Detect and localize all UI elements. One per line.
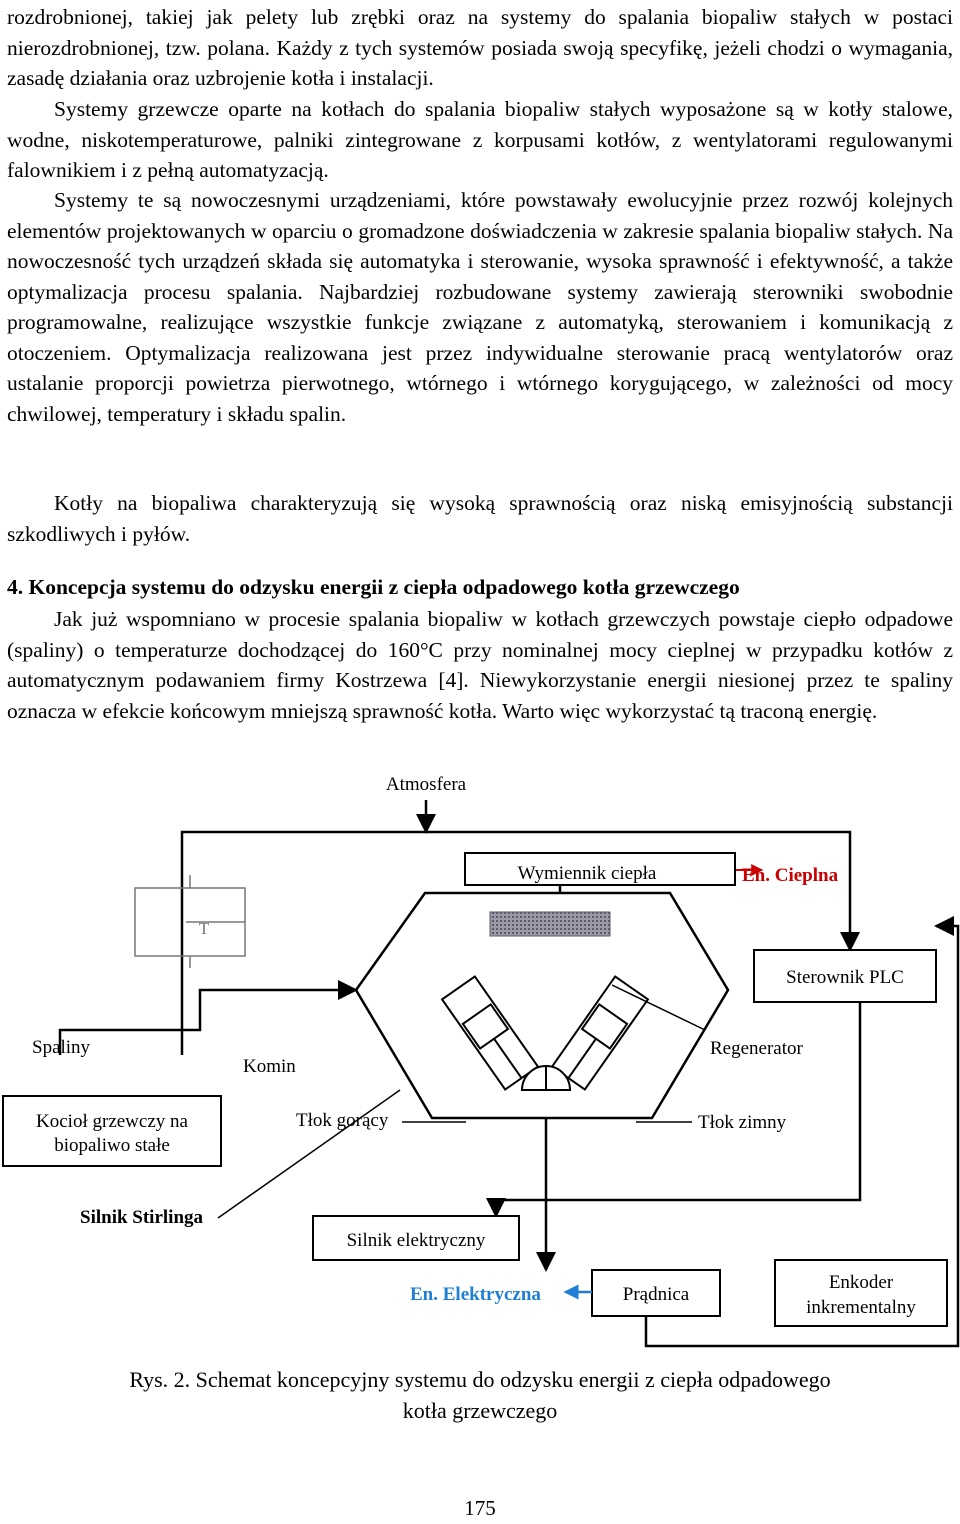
label-en-elektryczna: En. Elektryczna bbox=[410, 1284, 541, 1305]
label-tlok-goracy: Tłok gorący bbox=[296, 1110, 389, 1131]
label-enkoder-1: Enkoder bbox=[829, 1272, 894, 1293]
caption-line-2: kotła grzewczego bbox=[402, 1398, 558, 1423]
label-regenerator: Regenerator bbox=[710, 1038, 804, 1059]
enkoder-box bbox=[774, 1259, 948, 1327]
label-silnik-stirlinga: Silnik Stirlinga bbox=[80, 1207, 204, 1228]
label-wymiennik: Wymiennik ciepła bbox=[518, 863, 657, 884]
silnik-elektryczny-box bbox=[312, 1215, 520, 1261]
paragraph-5: Jak już wspomniano w procesie spalania b… bbox=[7, 607, 953, 723]
system-diagram: Atmosfera Wymiennik ciepła En. Cieplna T… bbox=[2, 774, 960, 1348]
kociol-box bbox=[2, 1095, 222, 1167]
wymiennik-box bbox=[464, 852, 736, 886]
label-atmosfera: Atmosfera bbox=[386, 774, 467, 795]
label-tlok-zimny: Tłok zimny bbox=[698, 1112, 787, 1133]
cold-piston bbox=[550, 975, 650, 1091]
flue-path-line bbox=[180, 830, 860, 1055]
encoder-feedback-line bbox=[644, 916, 960, 1348]
label-silnik-elektryczny: Silnik elektryczny bbox=[347, 1230, 486, 1251]
section-heading: 4. Koncepcja systemu do odzysku energii … bbox=[7, 575, 740, 599]
label-spaliny: Spaliny bbox=[32, 1037, 91, 1058]
figure-caption: Rys. 2. Schemat koncepcyjny systemu do o… bbox=[60, 1364, 900, 1426]
stirling-pointer bbox=[217, 1089, 401, 1219]
pradnica-box bbox=[591, 1269, 721, 1317]
spaliny-flow-line bbox=[58, 980, 358, 1055]
label-kociol-1: Kocioł grzewczy na bbox=[36, 1111, 188, 1132]
paragraph-2: Systemy grzewcze oparte na kotłach do sp… bbox=[7, 97, 953, 182]
paragraph-4: Kotły na biopaliwa charakteryzują się wy… bbox=[7, 491, 953, 546]
plc-to-motor-line bbox=[486, 1002, 862, 1218]
sterownik-plc-box bbox=[753, 949, 937, 1003]
label-en-cieplna: En. Cieplna bbox=[742, 865, 839, 886]
label-kociol-2: biopaliwo stałe bbox=[54, 1135, 170, 1156]
label-pradnica: Prądnica bbox=[623, 1284, 690, 1305]
regenerator-pointer bbox=[611, 984, 706, 1031]
page-number: 175 bbox=[464, 1496, 496, 1520]
hot-piston bbox=[440, 975, 540, 1091]
regenerator-element bbox=[489, 911, 611, 937]
paragraph-1: rozdrobnionej, takiej jak pelety lub zrę… bbox=[7, 5, 953, 90]
label-komin: Komin bbox=[243, 1056, 296, 1077]
label-enkoder-2: inkrementalny bbox=[806, 1297, 916, 1318]
paragraph-3: Systemy te są nowoczesnymi urządzeniami,… bbox=[7, 188, 953, 426]
caption-line-1: Rys. 2. Schemat koncepcyjny systemu do o… bbox=[129, 1367, 831, 1392]
label-t: T bbox=[199, 919, 210, 938]
label-sterownik: Sterownik PLC bbox=[786, 967, 904, 988]
